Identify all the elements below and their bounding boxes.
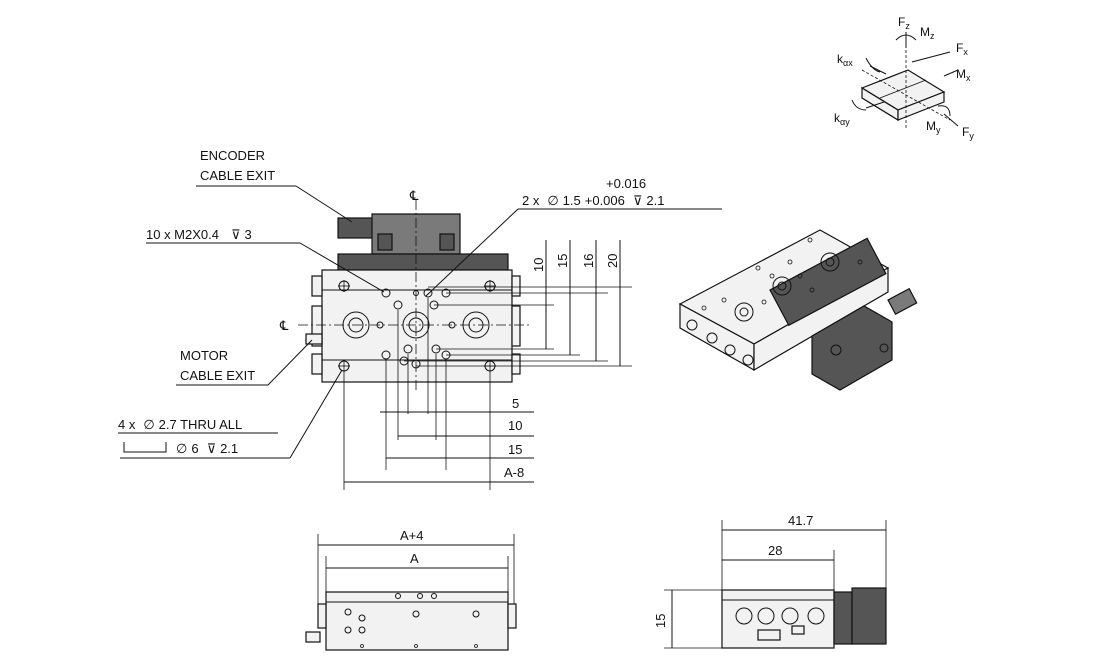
thru-holes-label: 4 x∅2.7 THRU ALL (118, 417, 242, 432)
vertical-dimensions (404, 240, 632, 367)
side-view (664, 520, 887, 649)
encoder-callout: ENCODER CABLE EXIT (196, 148, 353, 223)
dim-h-5: 5 (512, 396, 519, 411)
pin-holes-label: 2 x∅1.5+0.006⊽2.1 (522, 193, 664, 208)
dim-v-10: 10 (531, 258, 546, 272)
dim-v-16: 16 (581, 254, 596, 268)
dim-h-a-8: A-8 (504, 465, 524, 480)
tapped-holes-callout: 10 x M2X0.4⊽3 (146, 227, 385, 293)
dim-h-15: 15 (508, 442, 522, 457)
dim-v-15: 15 (555, 254, 570, 268)
my-label: My (926, 119, 941, 135)
cbore-label: ∅6⊽2.1 (176, 441, 238, 456)
svg-text:+0.016: +0.016 (606, 176, 646, 191)
mx-label: Mx (956, 67, 971, 83)
tapped-holes-label: 10 x M2X0.4⊽3 (146, 227, 252, 242)
dim-v-20: 20 (605, 254, 620, 268)
dim-a-plus-4: A+4 (400, 528, 424, 543)
isometric-view (678, 229, 918, 391)
svg-text:ENCODER: ENCODER (200, 148, 265, 163)
fz-label: Fz (898, 15, 910, 31)
centerline-label-vertical: ℄ (409, 188, 419, 203)
mz-label: Mz (920, 25, 935, 41)
dim-h-10: 10 (508, 418, 522, 433)
front-view (305, 534, 517, 651)
dim-a: A (410, 551, 419, 566)
kax-label: kαx (837, 52, 853, 68)
load-axes-diagram: Fz Mz Fx Mx kαx kαy My Fy (834, 15, 974, 141)
horizontal-dimensions (343, 298, 534, 490)
svg-text:CABLE EXIT: CABLE EXIT (180, 368, 255, 383)
svg-text:CABLE EXIT: CABLE EXIT (200, 168, 275, 183)
fx-label: Fx (956, 41, 968, 57)
motor-callout: MOTOR CABLE EXIT (176, 339, 313, 386)
dim-15-height: 15 (653, 614, 668, 628)
pin-holes-callout: +0.016 2 x∅1.5+0.006⊽2.1 (425, 176, 722, 297)
top-view (298, 200, 530, 390)
kay-label: kαy (834, 111, 850, 127)
svg-text:MOTOR: MOTOR (180, 348, 228, 363)
dim-41-7: 41.7 (788, 513, 813, 528)
centerline-label-horizontal: ℄ (279, 318, 289, 333)
thru-holes-callout: 4 x∅2.7 THRU ALL ∅6⊽2.1 (118, 369, 343, 459)
fy-label: Fy (962, 125, 974, 141)
dim-28: 28 (768, 543, 782, 558)
